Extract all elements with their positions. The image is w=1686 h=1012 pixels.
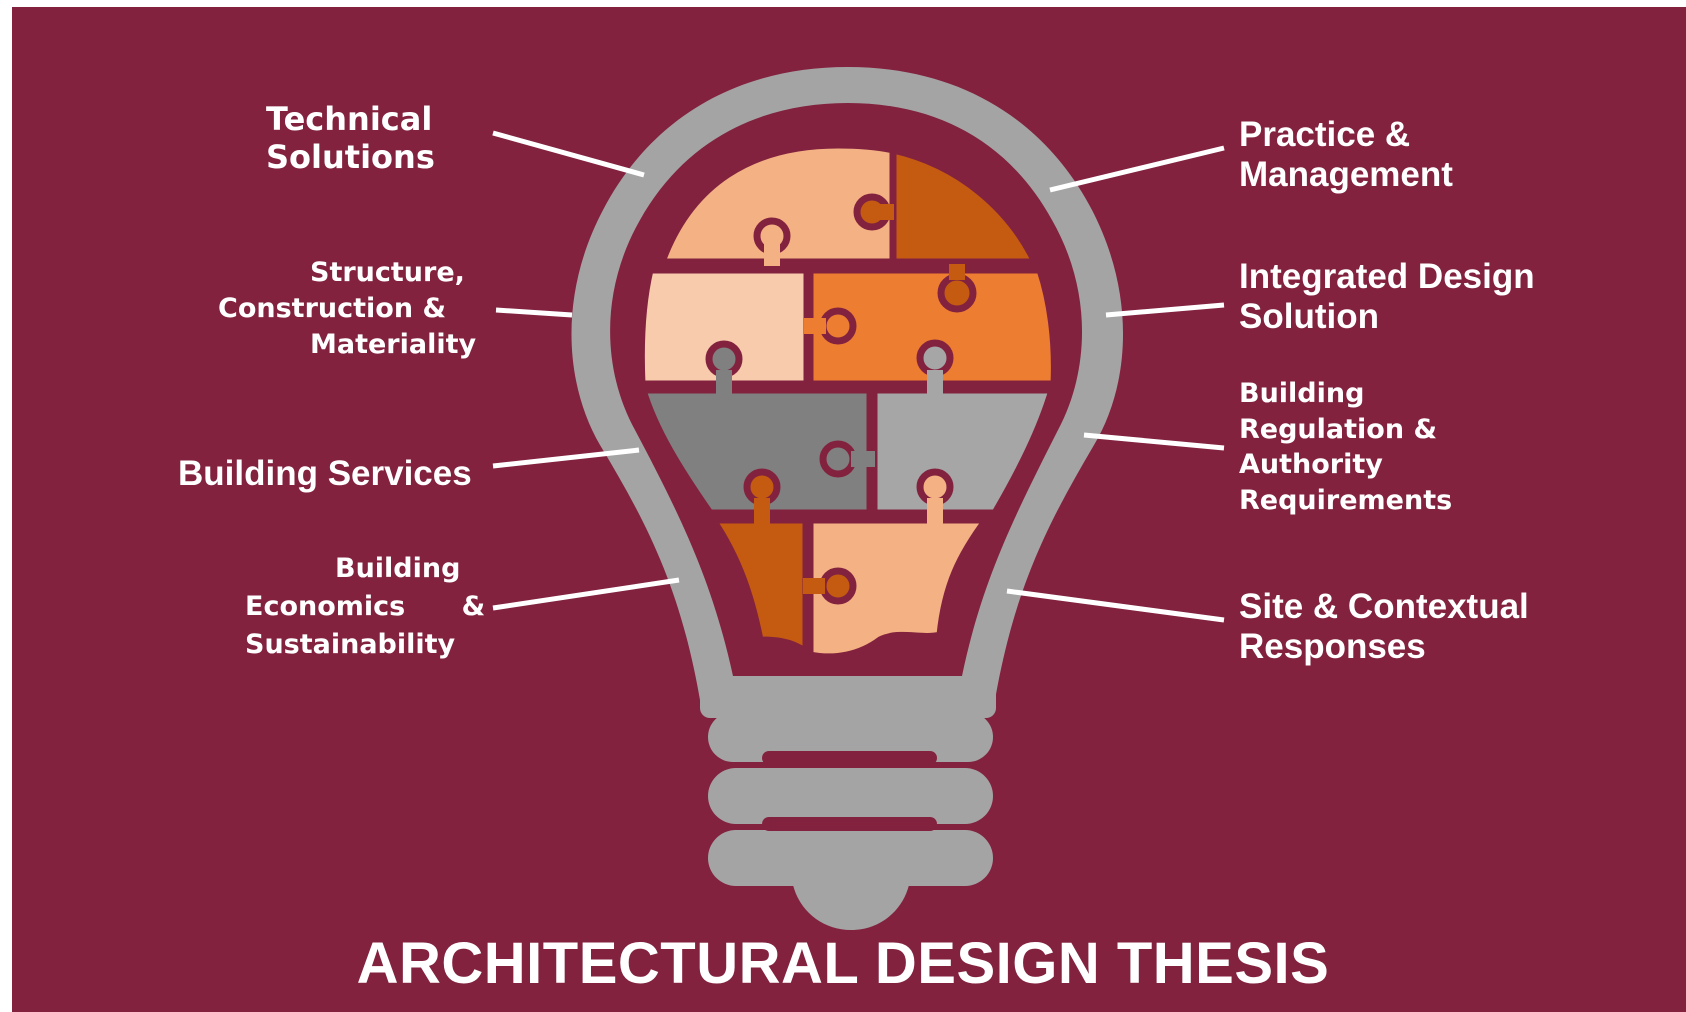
label-integrated-design-line2: Solution (1239, 297, 1379, 337)
label-practice-management-line1: Practice & (1239, 115, 1411, 154)
connector-integrated-design (1105, 302, 1225, 318)
label-practice-management-line2: Management (1239, 155, 1453, 195)
knob-row4-right-neck (927, 498, 943, 524)
connector-site-contextual (1006, 588, 1225, 623)
knob-row2-top-neck (949, 264, 965, 280)
knob-row4-left (743, 468, 781, 506)
label-structure-line2: Construction & (218, 292, 446, 324)
diagram-title: ARCHITECTURAL DESIGN THESIS (356, 931, 1330, 996)
label-building-economics-line3: Sustainability (245, 628, 456, 660)
knob-row1-left-neck (764, 244, 780, 266)
knob-row4-mid (819, 567, 857, 605)
knob-row4-left-neck (754, 498, 770, 524)
knob-row2-mid (819, 307, 857, 345)
label-building-regulation-line4: Requirements (1239, 484, 1453, 516)
label-structure-construction-materiality: Structure, Construction & Materiality (218, 255, 476, 363)
bulb-thread-2 (708, 768, 993, 824)
puzzle-piece-mid-right (806, 266, 1058, 388)
label-technical-solutions-line2: Solutions (266, 138, 435, 177)
bulb-thread-1 (708, 712, 993, 762)
puzzle-piece-mid-left (637, 266, 811, 388)
bulb-base (700, 678, 996, 930)
label-building-regulation-authority: Building Regulation & Authority Requirem… (1239, 376, 1452, 519)
bulb-neck (700, 678, 996, 718)
puzzle-piece-lower-left (638, 386, 874, 517)
puzzle-knobs (705, 193, 977, 605)
label-site-contextual-responses: Site & Contextual Responses (1239, 587, 1529, 668)
label-integrated-design-line1: Integrated Design (1239, 257, 1535, 296)
label-building-economics-line2: Economics & (245, 590, 486, 622)
bulb-thread-gaps (762, 751, 937, 831)
knob-row3-right-neck (927, 370, 943, 394)
label-building-economics-sustainability: Building Economics & Sustainability (245, 550, 485, 663)
label-building-services: Building Services (178, 453, 472, 495)
label-integrated-design-solution: Integrated Design Solution (1239, 257, 1535, 338)
knob-row2-top (937, 273, 977, 313)
puzzle-piece-top-right (889, 145, 1041, 266)
knob-row3-mid-neck (851, 451, 875, 467)
bulb-tip (792, 880, 910, 930)
connector-structure (495, 307, 573, 318)
puzzle-piece-top-left (657, 141, 897, 266)
connector-building-services (492, 447, 640, 469)
puzzle-piece-bottom-right (806, 516, 993, 661)
label-technical-solutions: Technical Solutions (266, 100, 435, 177)
knob-row4-right (916, 468, 954, 506)
knob-row3-right (916, 339, 954, 377)
label-building-economics-line1: Building (335, 553, 461, 584)
connector-technical-solutions (492, 130, 645, 178)
label-building-regulation-line1: Building (1239, 378, 1365, 409)
knob-row1-right-neck (878, 204, 894, 220)
label-structure-line1: Structure, (310, 257, 465, 288)
knob-row2-mid-neck (804, 318, 826, 334)
puzzle-piece-bottom-left (706, 516, 810, 659)
thread-gap-1 (762, 751, 937, 765)
label-site-contextual-line2: Responses (1239, 627, 1426, 667)
knob-row4-mid-neck (803, 578, 825, 594)
connector-practice-management (1049, 145, 1225, 193)
label-building-regulation-line3: Authority (1239, 449, 1383, 481)
connector-lines (492, 130, 1225, 623)
knob-row3-left (705, 340, 743, 378)
label-practice-management: Practice & Management (1239, 115, 1453, 196)
connector-building-regulation (1083, 432, 1225, 451)
label-building-services-text: Building Services (178, 454, 472, 493)
label-structure-line3: Materiality (310, 328, 477, 360)
knob-row3-left-neck (716, 370, 732, 394)
knob-row3-mid (819, 440, 857, 478)
label-site-contextual-line1: Site & Contextual (1239, 587, 1529, 626)
bulb-thread-3 (708, 830, 993, 886)
label-technical-solutions-line1: Technical (266, 100, 433, 138)
label-building-regulation-line2: Regulation & (1239, 413, 1438, 445)
thread-gap-2 (762, 817, 937, 831)
connector-building-economics (492, 577, 680, 611)
